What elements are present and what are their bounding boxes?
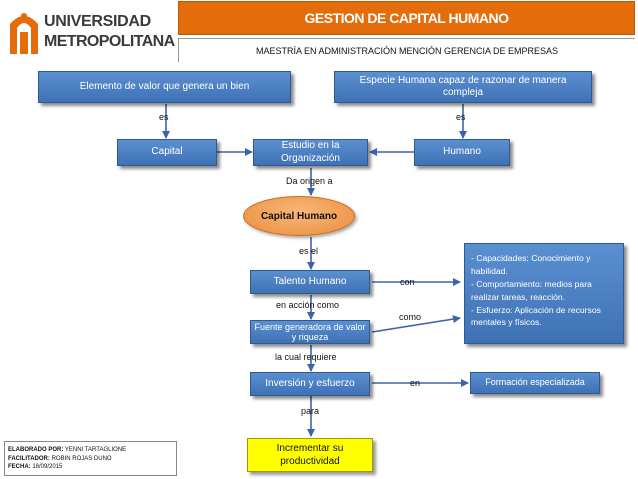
page-title: GESTION DE CAPITAL HUMANO: [178, 1, 635, 35]
label-como: como: [399, 312, 422, 322]
node-humano: Humano: [414, 139, 510, 166]
label-con: con: [400, 277, 415, 287]
label-en-accion: en acción como: [276, 300, 340, 310]
logo-emblem-icon: [10, 13, 38, 54]
credits-fecha: FECHA: 18/09/2015: [8, 464, 63, 471]
node-especie: Especie Humana capaz de razonar de maner…: [334, 71, 592, 103]
credits-facilitador: FACILITADOR: ROBIN ROJAS DUNO: [8, 455, 112, 462]
credits-elaborado: ELABORADO POR: YENNI TARTAGLIONE: [8, 447, 127, 453]
node-talento-humano: Talento Humano: [250, 270, 370, 294]
node-estudio: Estudio en la Organización: [253, 139, 368, 166]
label-es-right: es: [456, 112, 466, 122]
credits-box: ELABORADO POR: YENNI TARTAGLIONE FACILIT…: [4, 441, 177, 476]
node-elemento: Elemento de valor que genera un bien: [38, 71, 291, 103]
detalle-text: - Capacidades: Conocimiento y habilidad.…: [471, 253, 601, 328]
label-la-cual: la cual requiere: [275, 352, 337, 362]
node-fuente: Fuente generadora de valor y riqueza: [250, 320, 370, 344]
node-capital-humano: Capital Humano: [243, 196, 355, 236]
label-es-left: es: [159, 112, 169, 122]
label-en: en: [410, 378, 421, 388]
node-detalle-list: - Capacidades: Conocimiento y habilidad.…: [464, 243, 624, 344]
node-formacion: Formación especializada: [470, 372, 600, 394]
university-logo: [4, 6, 174, 58]
logo-text-line2: METROPOLITANA: [44, 33, 175, 50]
label-para: para: [301, 406, 320, 416]
node-inversion: Inversión y esfuerzo: [250, 372, 370, 396]
page-subtitle: MAESTRÍA EN ADMINISTRACIÓN MENCIÓN GEREN…: [178, 38, 635, 62]
node-capital: Capital: [117, 139, 217, 166]
node-incrementar: Incrementar su productividad: [247, 438, 373, 472]
arrow-fuente-detalle: [371, 315, 461, 333]
logo-text-line1: UNIVERSIDAD: [44, 13, 151, 30]
label-da-origen: Da origen a: [286, 176, 333, 186]
label-es-el: es el: [299, 246, 319, 256]
